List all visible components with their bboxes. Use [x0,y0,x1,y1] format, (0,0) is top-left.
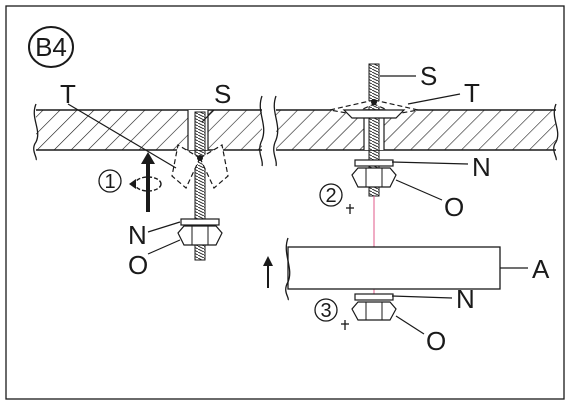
right-washer [354,159,394,167]
label-washer-bottom: N [456,284,475,314]
step-three-number: 3 [320,300,331,322]
step-two: 2 [319,183,354,214]
left-toggle-wing-b [199,144,229,189]
label-washer-left: N [128,220,147,250]
left-washer [180,218,220,226]
step-one-number: 1 [104,171,115,193]
left-assembly [67,103,229,261]
badge: B4 [28,26,74,68]
left-nut [177,225,223,246]
frame-border [5,5,565,400]
badge-label: B4 [35,32,67,62]
label-toggle-left: T [60,79,76,109]
left-toggle-wing-a [171,144,201,189]
panel-a [263,237,528,301]
step-two-number: 2 [325,185,336,207]
bottom-assembly [351,293,453,335]
bottom-nut [351,301,397,321]
right-assembly [329,63,469,201]
label-nut-mid: O [444,192,464,222]
label-nut-left: O [128,250,148,280]
label-panel: A [532,254,550,284]
label-nut-bottom: O [426,326,446,356]
step-one: 1 [98,169,122,193]
ceiling-slab [33,95,559,167]
label-screw-right: S [420,61,437,91]
label-toggle-right: T [464,78,480,108]
bottom-washer [354,293,394,301]
label-screw-left: S [214,79,231,109]
right-nut [351,167,397,188]
step-three: 3 [314,298,349,330]
left-screw-rod [194,111,206,261]
label-washer-mid: N [472,152,491,182]
